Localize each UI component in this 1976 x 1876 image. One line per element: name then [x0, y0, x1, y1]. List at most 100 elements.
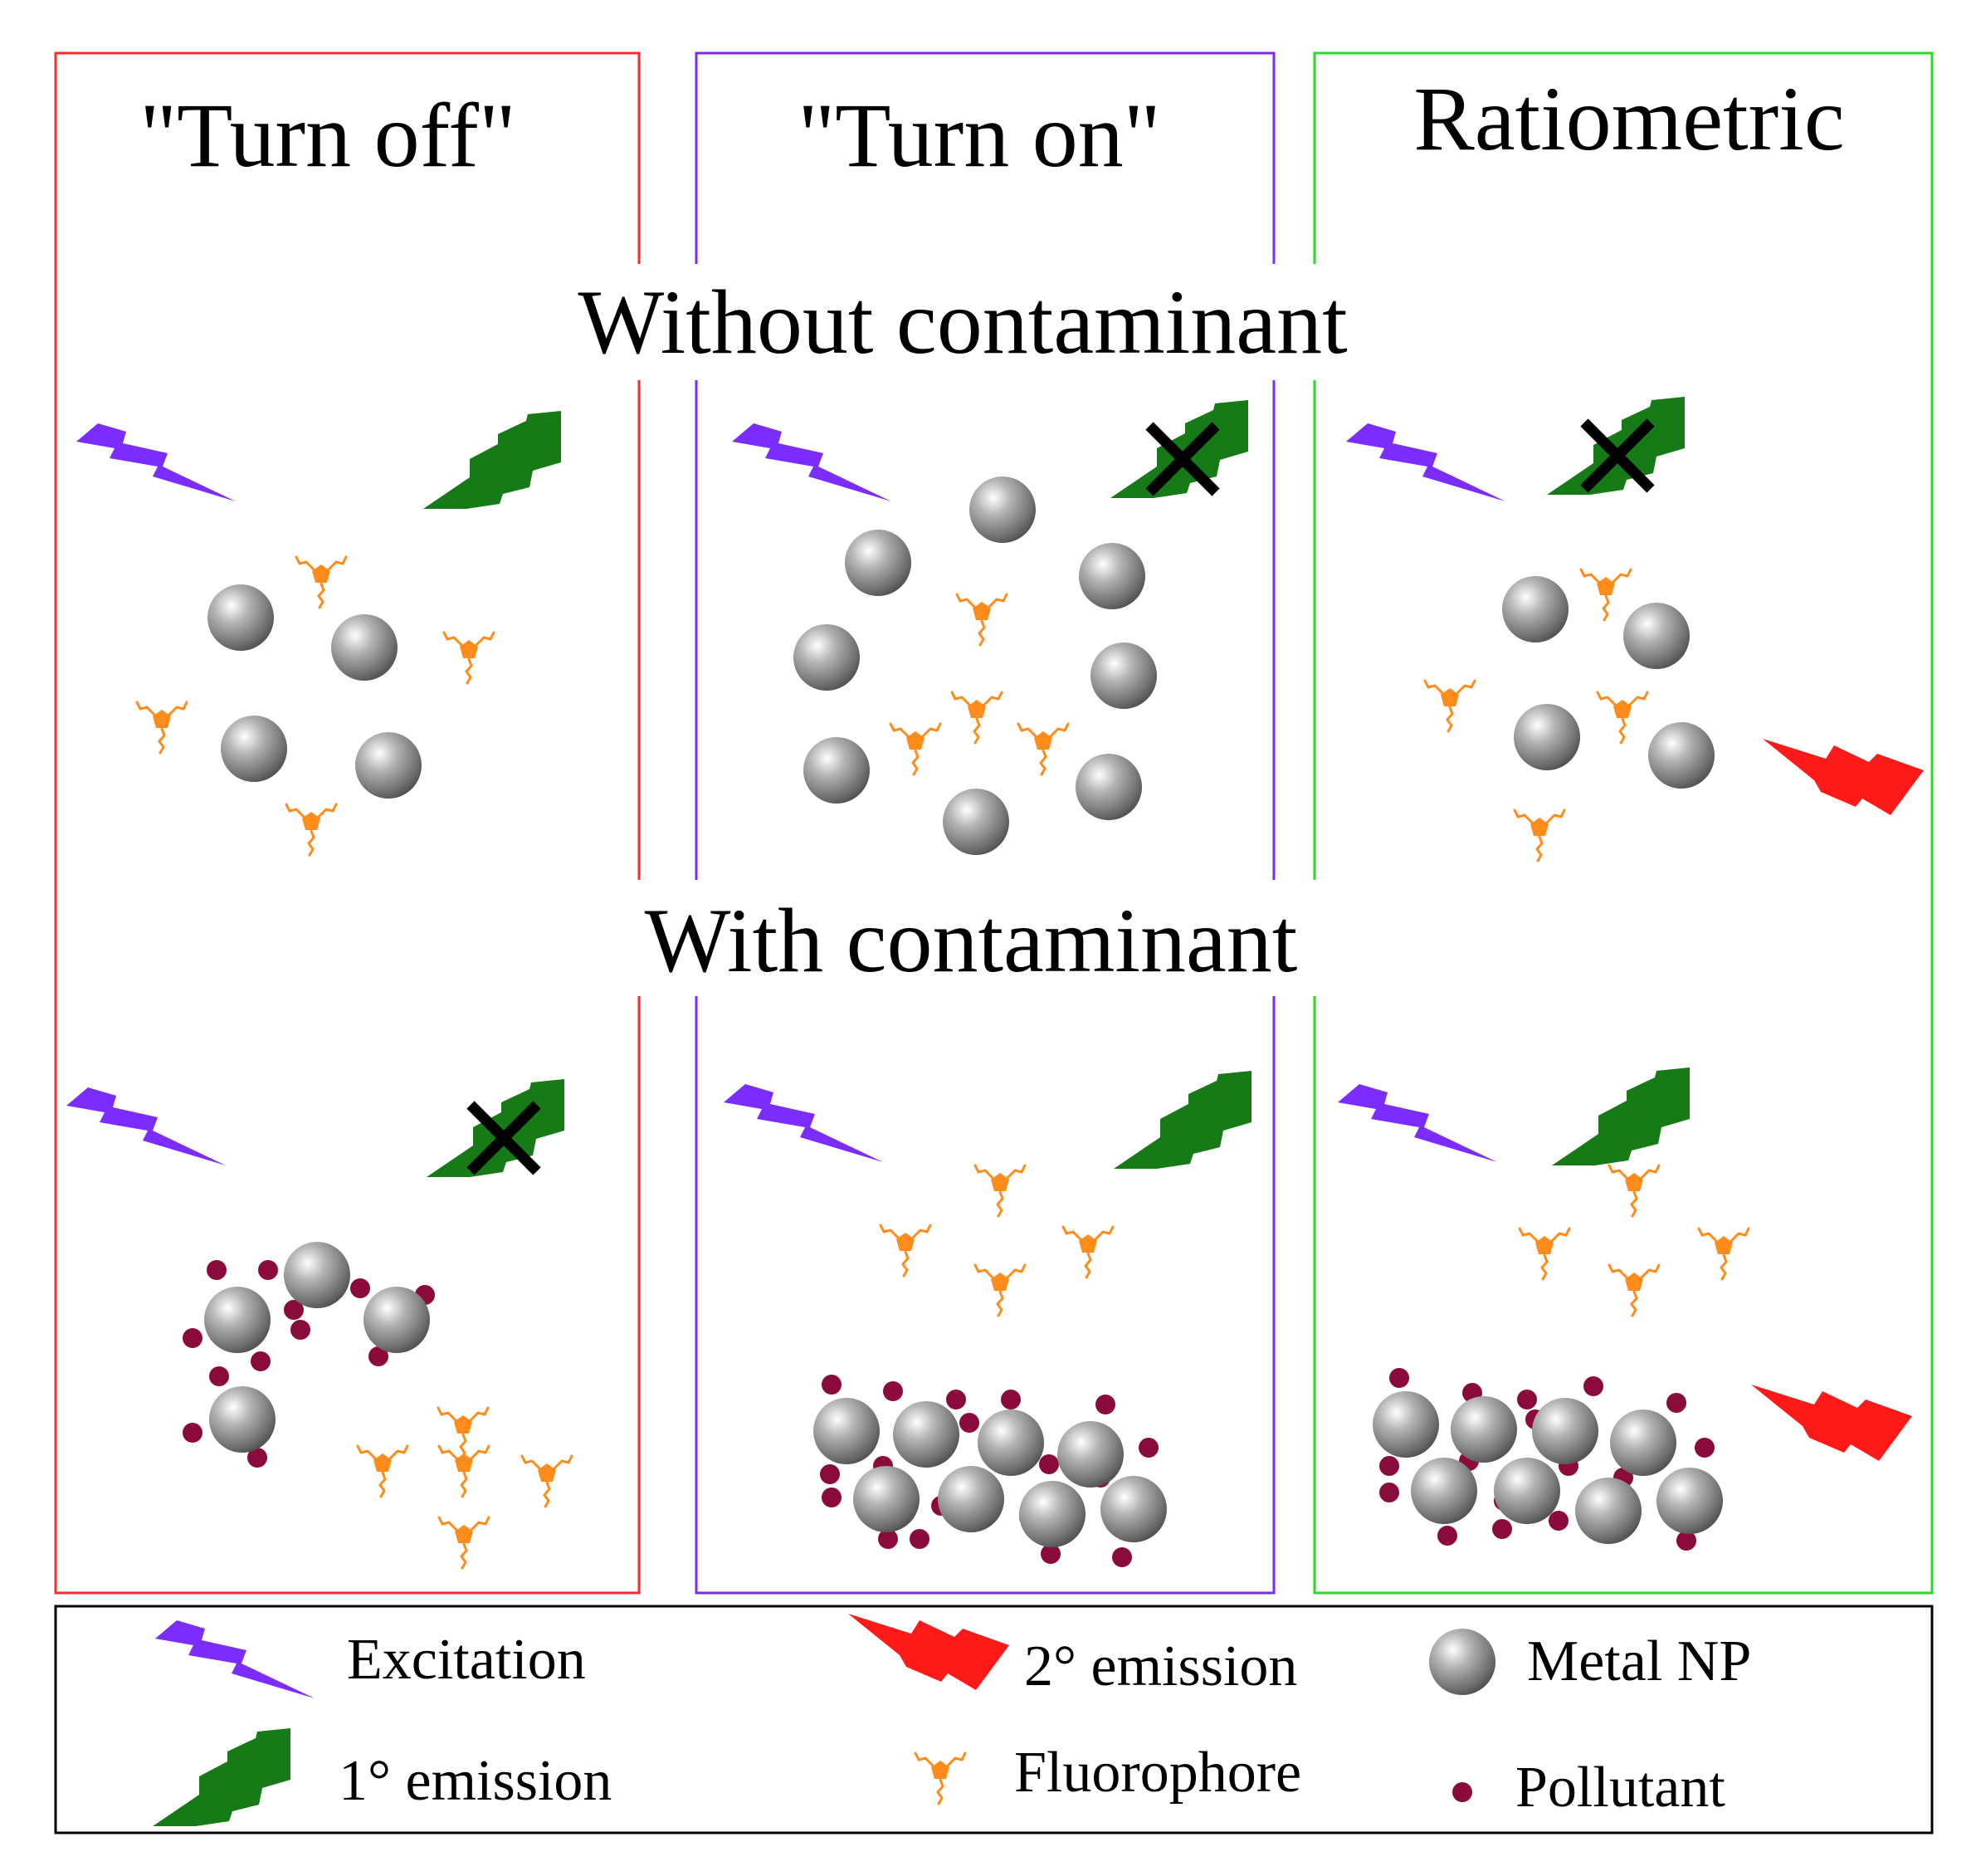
fluorophore-icon	[437, 1516, 490, 1570]
legend-label-metal-np: Metal NP	[1527, 1629, 1751, 1693]
excitation-bolt-icon	[724, 1084, 883, 1162]
panel-turn-off-frame	[54, 51, 641, 1595]
excitation-bolt-icon	[76, 423, 236, 501]
metal-np-icon	[1451, 1396, 1517, 1463]
metal-np-icon	[803, 737, 870, 804]
fluorophore-icon	[437, 1444, 490, 1498]
turn-off-with-contaminant	[66, 1079, 573, 1570]
metal-np-icon	[363, 1287, 430, 1353]
metal-np-icon	[943, 789, 1009, 855]
legend-frame	[54, 1605, 1934, 1834]
excitation-bolt-icon	[1346, 423, 1505, 501]
fluorophore-icon	[295, 555, 348, 609]
metal-np-icon	[845, 530, 911, 596]
primary-emission-bolt-icon	[153, 1728, 290, 1826]
fluorophore-icon	[1513, 809, 1566, 862]
metal-np-icon	[1502, 576, 1569, 642]
panel-title-turn-on: "Turn on"	[798, 85, 1160, 186]
metal-np-icon	[207, 584, 274, 651]
metal-np-icon	[1079, 543, 1145, 609]
primary-emission-bolt-icon	[1114, 1071, 1251, 1169]
fluorophore-icon	[973, 1263, 1027, 1317]
metal-np-icon	[978, 1409, 1044, 1476]
metal-np-icon	[1373, 1391, 1439, 1458]
fluorophore-icon	[135, 701, 188, 755]
pollutant-icon	[1452, 1782, 1472, 1802]
fluorophore-icon	[1608, 1164, 1661, 1218]
row-top-label-backdrop	[515, 264, 1411, 380]
metal-np-icon	[1575, 1478, 1642, 1544]
metal-np-icon	[1090, 642, 1157, 709]
metal-np-icon	[938, 1466, 1004, 1532]
fluorophore-icon	[955, 593, 1008, 647]
excitation-bolt-icon	[732, 423, 891, 501]
metal-np-icon	[204, 1287, 271, 1353]
legend-label-secondary-emission: 2° emission	[1024, 1634, 1297, 1698]
fluorophore-icon	[1423, 679, 1476, 733]
excitation-bolt-icon	[66, 1087, 226, 1165]
metal-np-icon	[813, 1398, 880, 1464]
fluorophore-icon	[1061, 1225, 1115, 1279]
metal-np-icon	[1532, 1398, 1598, 1464]
panel-title-turn-off: "Turn off"	[139, 85, 516, 186]
excitation-bolt-icon	[155, 1620, 315, 1698]
secondary-emission-bolt-icon	[1751, 1385, 1912, 1461]
primary-emission-bolt-icon	[423, 411, 561, 509]
metal-np-icon	[969, 476, 1036, 543]
ratiometric-with-contaminant	[1338, 1067, 1912, 1551]
fluorophore-icon	[879, 1224, 932, 1278]
legend-label-pollutant: Pollutant	[1515, 1756, 1725, 1820]
fluorophore-icon	[950, 691, 1003, 745]
panel-ratiometric-frame	[1313, 51, 1934, 1595]
fluorophore-icon	[520, 1454, 573, 1508]
turn-on-without-contaminant	[732, 400, 1248, 855]
metal-np-icon	[1411, 1458, 1477, 1524]
metal-np-icon	[1076, 754, 1142, 820]
metal-np-icon	[893, 1401, 959, 1468]
fluorophore-icon	[285, 803, 338, 857]
metal-np-icon	[1648, 722, 1715, 789]
fluorophore-icon	[1579, 568, 1632, 622]
metal-np-icon	[1019, 1481, 1086, 1547]
fluorophore-icon	[1518, 1227, 1571, 1281]
metal-np-icon	[284, 1242, 350, 1308]
fluorophore-icon	[973, 1164, 1027, 1218]
legend-label-fluorophore: Fluorophore	[1014, 1741, 1301, 1805]
metal-np-icon	[209, 1386, 276, 1453]
metal-np-icon	[793, 624, 860, 691]
fluorophore-icon	[914, 1751, 967, 1805]
metal-np-icon	[331, 614, 398, 681]
metal-np-icon	[1429, 1629, 1495, 1695]
fluorophore-icon	[1017, 722, 1070, 776]
row-label-without-contaminant: Without contaminant	[578, 271, 1347, 373]
metal-np-icon	[1494, 1458, 1560, 1524]
metal-np-icon	[1057, 1421, 1124, 1488]
fluorophore-icon	[1697, 1227, 1750, 1281]
metal-np-icon	[1656, 1468, 1723, 1534]
secondary-emission-bolt-icon	[1763, 739, 1924, 815]
metal-np-icon	[221, 716, 287, 782]
fluorophore-icon	[442, 631, 495, 685]
row-bottom-label-backdrop	[598, 880, 1344, 996]
ratiometric-without-contaminant	[1346, 397, 1924, 862]
fluorophore-icon	[356, 1444, 409, 1498]
metal-np-icon	[1610, 1409, 1676, 1476]
legend-label-primary-emission: 1° emission	[339, 1749, 612, 1813]
fluorophore-icon	[889, 722, 942, 776]
metal-np-icon	[853, 1466, 920, 1532]
metal-np-icon	[1623, 603, 1690, 669]
metal-np-icon	[1514, 704, 1580, 770]
turn-on-with-contaminant	[724, 1071, 1251, 1567]
excitation-bolt-icon	[1338, 1084, 1497, 1162]
panel-turn-on-frame	[695, 51, 1276, 1595]
primary-emission-bolt-icon	[1552, 1067, 1690, 1165]
legend: Excitation 1° emission 2° emission Fluor…	[54, 1605, 1934, 1834]
metal-np-icon	[1100, 1476, 1167, 1542]
secondary-emission-bolt-icon	[848, 1614, 1009, 1690]
turn-off-without-contaminant	[76, 411, 561, 857]
primary-emission-bolt-icon	[1547, 397, 1685, 495]
metal-np-icon	[355, 732, 422, 799]
panel-title-ratiometric: Ratiometric	[1413, 68, 1844, 169]
row-label-with-contaminant: With contaminant	[645, 890, 1298, 991]
